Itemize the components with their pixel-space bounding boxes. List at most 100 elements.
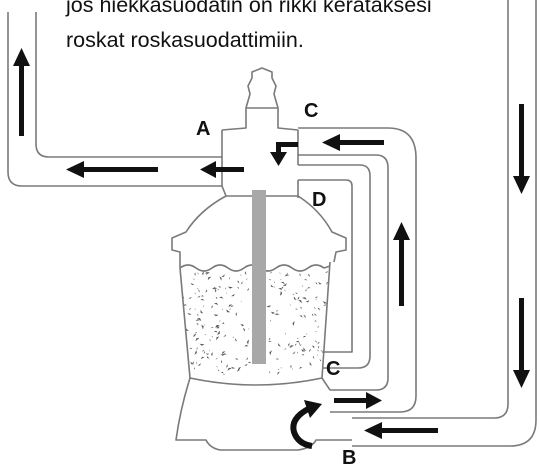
- sand-speck: [206, 272, 210, 275]
- sand-speck: [229, 307, 231, 311]
- sand-speck: [222, 308, 223, 311]
- sand-speck: [242, 327, 245, 332]
- sand-speck: [302, 284, 303, 287]
- sand-speck: [183, 348, 186, 352]
- sand-speck: [186, 367, 188, 371]
- sand-speck: [211, 352, 213, 357]
- sand-speck: [194, 292, 197, 295]
- sand-speck: [282, 283, 287, 286]
- sand-speck: [286, 272, 288, 275]
- arrow-icon: [66, 161, 158, 178]
- sand-speck: [278, 343, 281, 347]
- sand-speck: [230, 305, 234, 307]
- sand-speck: [311, 345, 315, 349]
- sand-speck: [214, 288, 217, 293]
- sand-speck: [275, 358, 279, 360]
- sand-speck: [194, 272, 196, 276]
- sand-speck: [215, 325, 220, 328]
- sand-speck: [220, 360, 223, 364]
- sand-speck: [316, 354, 319, 356]
- sand-speck: [309, 361, 312, 366]
- sand-speck: [280, 367, 282, 369]
- sand-speck: [205, 373, 208, 376]
- sand-speck: [219, 276, 222, 281]
- sand-speck: [244, 271, 247, 275]
- arrow-icon: [200, 161, 244, 178]
- sand-speck: [229, 277, 230, 280]
- sand-speck: [231, 366, 236, 369]
- sand-speck: [270, 319, 272, 322]
- sand-speck: [272, 312, 275, 313]
- sand-speck: [200, 295, 205, 297]
- sand-speck: [227, 286, 233, 289]
- inner-tube-inner-wall: [298, 179, 353, 353]
- sand-speck: [198, 289, 200, 293]
- sand-speck: [299, 273, 301, 277]
- sand-speck: [305, 288, 307, 292]
- sand-speck: [197, 363, 201, 366]
- sand-speck: [268, 340, 272, 342]
- sand-speck: [204, 350, 205, 354]
- sand-speck: [248, 328, 250, 330]
- sand-speck: [246, 339, 250, 345]
- sand-speck: [224, 287, 226, 290]
- sand-speck: [199, 343, 205, 346]
- arrow-icon: [334, 392, 382, 409]
- sand-speck: [209, 349, 210, 352]
- sand-speck: [197, 313, 199, 317]
- right-pipe-inner-wall: [352, 0, 509, 419]
- sand-speck: [220, 371, 224, 374]
- sand-speck: [196, 288, 199, 290]
- sand-speck: [202, 350, 205, 352]
- sand-speck: [196, 361, 198, 365]
- sand-speck: [290, 364, 292, 369]
- arrow-icon: [13, 48, 30, 136]
- sand-speck: [197, 318, 202, 322]
- sand-speck: [309, 348, 312, 353]
- sand-speck: [200, 298, 205, 301]
- sand-speck: [211, 326, 214, 329]
- sand-speck: [235, 338, 238, 342]
- sand-speck: [205, 353, 210, 355]
- label-a: A: [196, 118, 210, 140]
- sand-speck: [326, 327, 328, 332]
- sand-speck: [225, 375, 228, 376]
- sand-speck: [188, 297, 192, 299]
- sand-speck: [226, 309, 231, 313]
- sand-speck: [217, 289, 219, 291]
- sand-speck: [226, 364, 228, 368]
- sand-speck: [307, 273, 310, 278]
- sand-speck: [200, 309, 204, 314]
- sand-speck: [295, 340, 300, 343]
- sand-speck: [288, 342, 290, 347]
- sand-speck: [315, 340, 318, 343]
- sand-speck: [196, 323, 199, 326]
- sand-speck: [299, 315, 303, 318]
- sand-speck: [204, 324, 205, 326]
- sand-speck: [318, 281, 322, 285]
- sand-speck: [195, 373, 197, 376]
- sand-speck: [303, 347, 307, 352]
- sand-speck: [277, 368, 280, 370]
- sand-speck: [285, 332, 286, 335]
- sand-speck: [219, 296, 224, 299]
- sand-speck: [215, 296, 218, 300]
- sand-speck: [195, 337, 200, 342]
- sand-speck: [197, 272, 199, 275]
- sand-speck: [284, 348, 287, 351]
- sand-speck: [279, 279, 282, 280]
- sand-speck: [189, 347, 193, 350]
- sand-speck: [303, 314, 306, 319]
- sand-speck: [323, 304, 326, 306]
- sand-speck: [181, 322, 184, 325]
- sand-speck: [278, 288, 282, 291]
- sand-speck: [304, 279, 308, 281]
- sand-speck: [216, 366, 218, 368]
- sand-speck: [302, 335, 307, 338]
- sand-speck: [215, 358, 218, 360]
- label-d: D: [312, 189, 326, 211]
- sand-speck: [276, 310, 279, 313]
- sand-speck: [217, 369, 220, 372]
- sand-speck: [293, 296, 297, 301]
- sand-speck: [232, 336, 234, 338]
